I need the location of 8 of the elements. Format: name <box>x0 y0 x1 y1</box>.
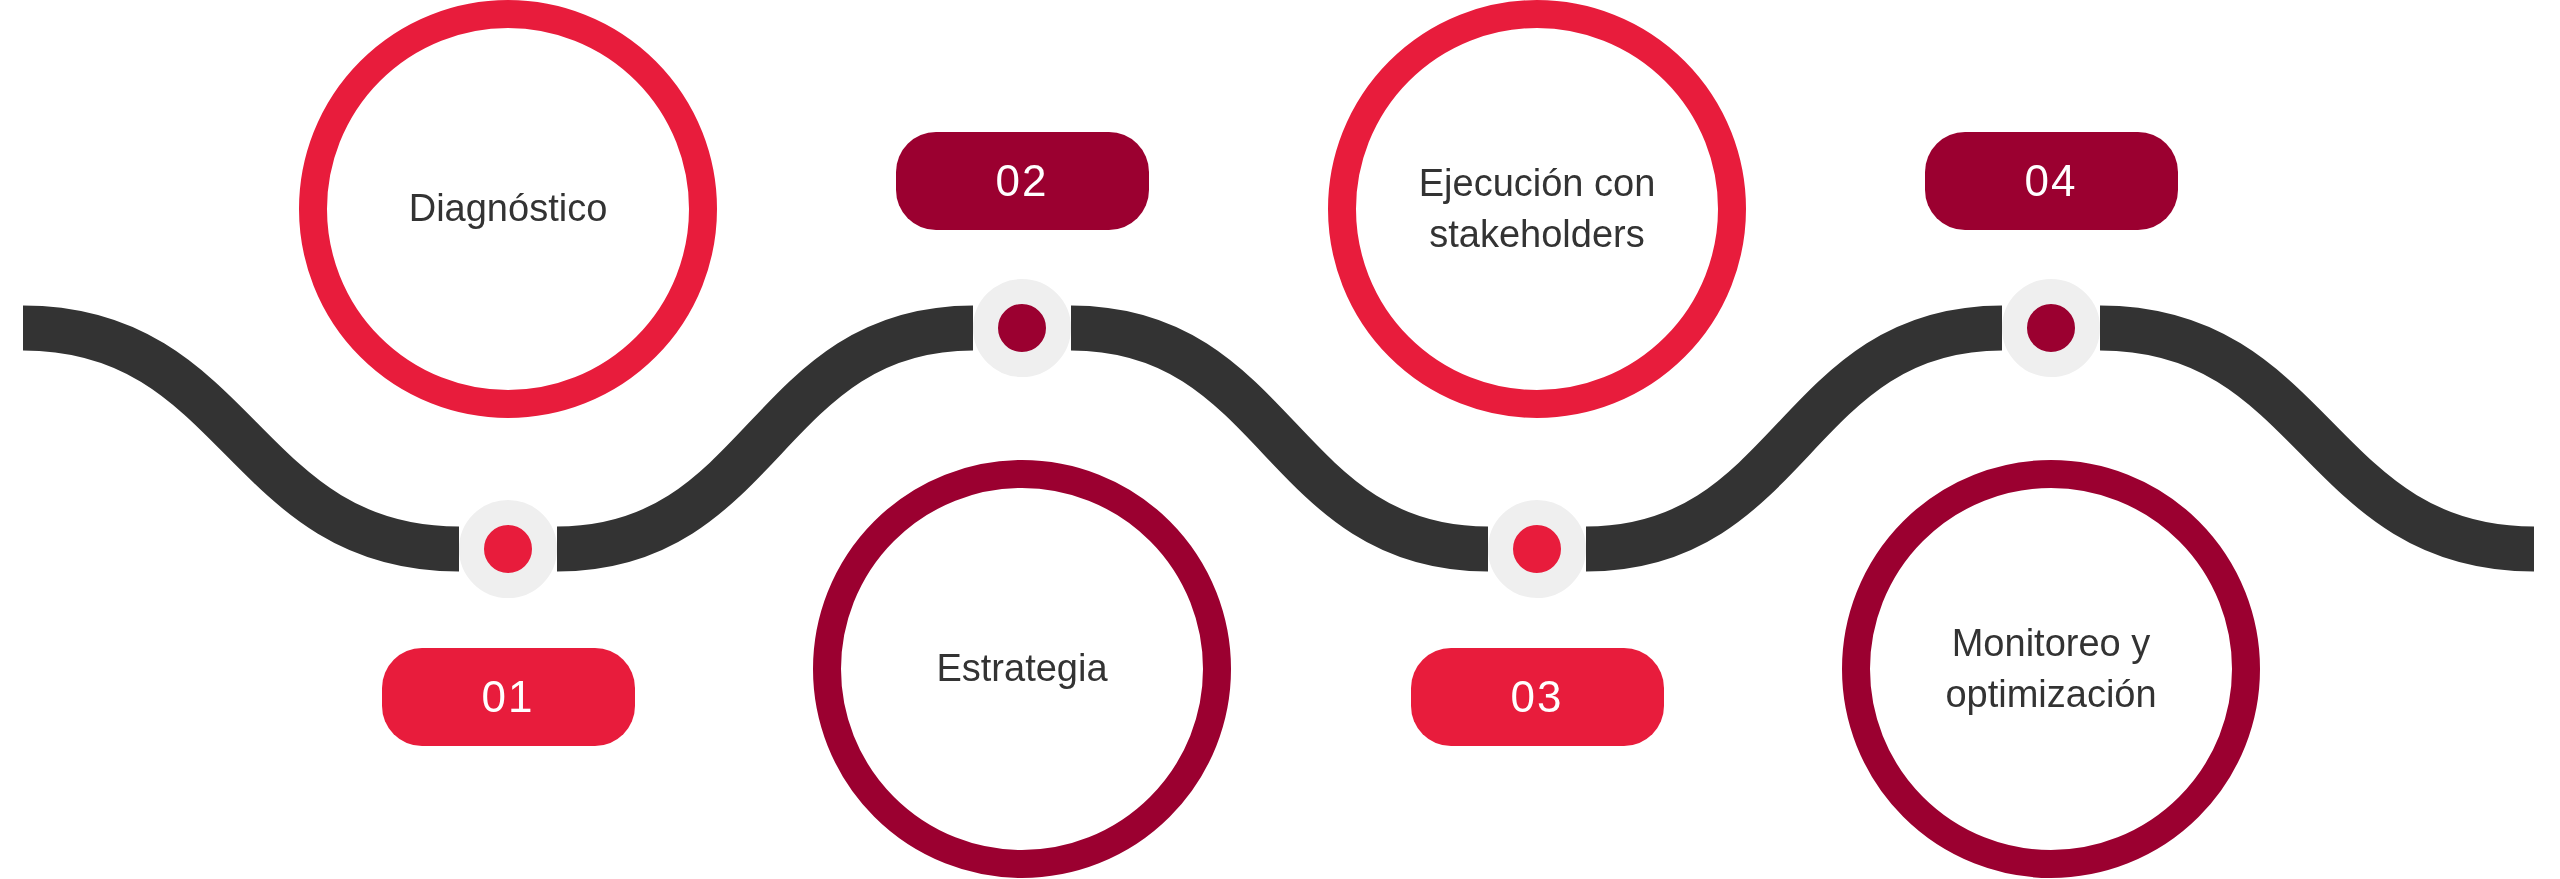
step-title: Monitoreo y optimización <box>1944 620 2158 717</box>
step-number-tag: 04 <box>1924 132 2178 230</box>
step-title: Estrategia <box>936 646 1108 692</box>
step-title: Ejecución con stakeholders <box>1417 160 1657 257</box>
step-number-tag: 01 <box>381 648 635 746</box>
step-title: Diagnóstico <box>408 186 608 232</box>
step-number-tag: 02 <box>895 132 1149 230</box>
step-number-tag: 03 <box>1410 648 1664 746</box>
